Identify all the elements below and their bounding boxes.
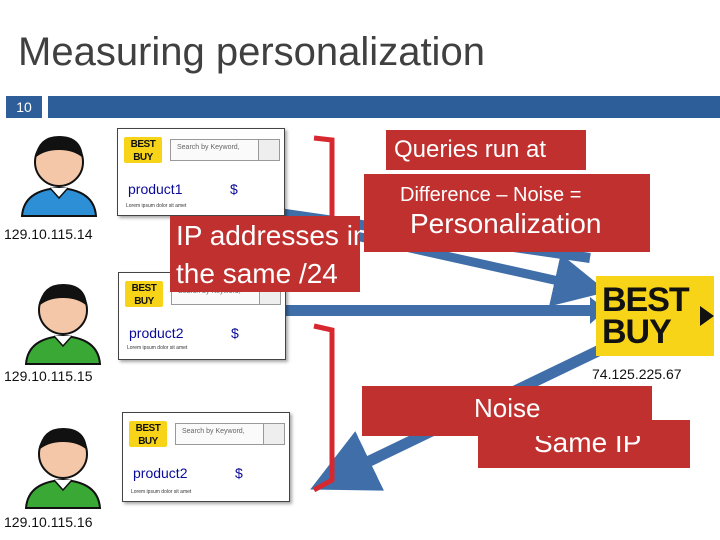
server-ip: 74.125.225.67 <box>592 366 682 382</box>
product-description: Lorem ipsum dolor sit amet <box>127 345 188 351</box>
product-name: product2 <box>129 325 184 341</box>
brace-2 <box>312 323 335 493</box>
user-ip-2: 129.10.115.15 <box>4 368 93 384</box>
callout-noise: Noise <box>362 386 652 436</box>
search-box: Search by Keyword, <box>175 423 285 445</box>
arrow-user2-server <box>130 305 590 316</box>
search-icon <box>258 140 279 160</box>
callout-queries: Queries run at <box>386 130 586 170</box>
product-name: product2 <box>133 465 188 481</box>
personalization-text: Personalization <box>410 208 602 239</box>
difference-text: Difference – Noise = <box>400 184 582 206</box>
user-ip-1: 129.10.115.14 <box>4 226 93 242</box>
product-name: product1 <box>128 181 183 197</box>
product-description: Lorem ipsum dolor sit amet <box>131 489 192 495</box>
callout-difference: Difference – Noise = Personalization <box>364 174 650 252</box>
product-price: $ <box>231 325 239 341</box>
search-icon <box>263 424 284 444</box>
slide-number: 10 <box>6 96 42 118</box>
slide-title: Measuring personalization <box>18 30 485 74</box>
bestbuy-server-logo-icon: BEST BUY <box>596 276 714 356</box>
callout-ip-same: IP addresses in the same /24 <box>170 216 360 292</box>
product-price: $ <box>230 181 238 197</box>
user-avatar-3 <box>18 420 108 510</box>
user-avatar-1 <box>14 128 104 218</box>
product-description: Lorem ipsum dolor sit amet <box>126 203 187 209</box>
product-price: $ <box>235 465 243 481</box>
title-underline-bar <box>48 96 720 118</box>
search-box: Search by Keyword, <box>170 139 280 161</box>
user-ip-3: 129.10.115.16 <box>4 514 93 530</box>
user-avatar-2 <box>18 276 108 366</box>
